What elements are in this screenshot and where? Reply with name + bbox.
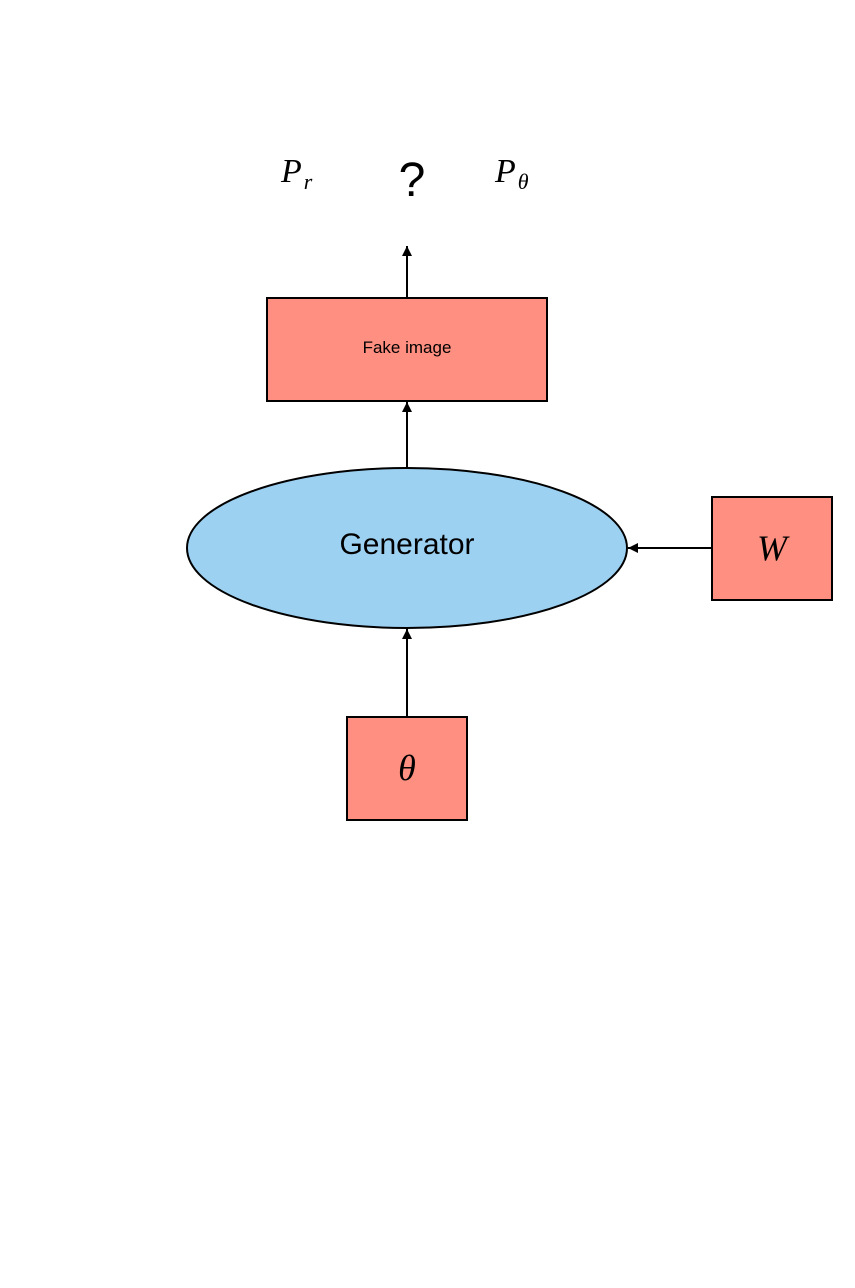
w-input-node: W	[711, 496, 833, 601]
p-r-label: Pr	[280, 153, 313, 194]
generator-label: Generator	[339, 528, 474, 561]
fake-image-box	[266, 297, 548, 402]
p-r-symbol: P	[280, 153, 302, 190]
theta-input-node: θ	[346, 716, 468, 821]
generator-node: Generator	[186, 467, 628, 629]
fake-image-node: Fake image	[266, 297, 548, 402]
theta-input-box	[346, 716, 468, 821]
p-theta-label: Pθ	[494, 153, 529, 194]
p-r-subscript: r	[304, 169, 313, 194]
p-theta-symbol: P	[494, 153, 516, 190]
fake-image-label: Fake image	[363, 338, 452, 357]
question-mark: ?	[399, 154, 426, 207]
p-theta-subscript: θ	[518, 169, 529, 194]
w-input-label: W	[757, 528, 790, 568]
generator-ellipse	[186, 467, 628, 629]
theta-input-label: θ	[398, 748, 416, 788]
w-input-box	[711, 496, 833, 601]
